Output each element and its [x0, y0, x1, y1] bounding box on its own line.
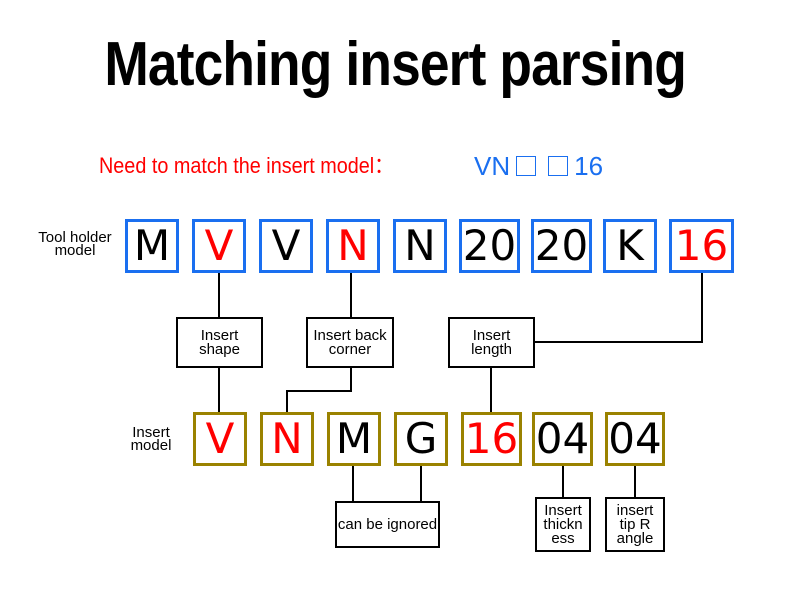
note-line: Insert	[472, 326, 511, 344]
insert-code: N	[271, 414, 303, 463]
note-line: length	[471, 340, 512, 358]
insert-code-box: 04	[532, 412, 593, 466]
insert-model-label-line1: Insert	[132, 424, 170, 441]
note-line: Insert back	[313, 326, 387, 344]
title-text: Matching insert parsing	[104, 30, 687, 99]
note-line: thickn	[543, 515, 583, 533]
holder-code-box: V	[192, 219, 246, 273]
holder-code-box: N	[393, 219, 447, 273]
model-prefix: VN	[474, 151, 511, 181]
holder-code: V	[204, 221, 234, 270]
holder-code-box: 16	[669, 219, 734, 273]
note-line: Insert	[544, 501, 582, 519]
tool-holder-label: Tool holder model	[28, 229, 122, 259]
insert-code-box: N	[260, 412, 314, 466]
note-line: tip R	[619, 515, 651, 533]
connector-line	[420, 466, 422, 501]
insert-code: 04	[608, 414, 662, 463]
insert-code: 16	[464, 414, 519, 463]
holder-code: V	[271, 221, 301, 270]
connector-line	[534, 341, 703, 343]
holder-code: K	[616, 221, 644, 270]
insert-code: G	[404, 414, 438, 463]
insert-model-label-line2: model	[130, 437, 172, 454]
holder-code: M	[133, 221, 171, 270]
insert-code: V	[205, 414, 235, 463]
holder-code: 20	[534, 221, 589, 270]
holder-code: N	[337, 221, 369, 270]
insert-code-box: 04	[605, 412, 665, 466]
holder-code-box: N	[326, 219, 380, 273]
note-line: can be ignored	[337, 515, 438, 533]
tool-holder-label-line1: Tool holder	[38, 229, 112, 246]
connector-line	[490, 368, 492, 412]
can-be-ignored-note: can be ignored	[335, 501, 440, 548]
match-requirement-label: Need to match the insert model：	[99, 152, 427, 180]
insert-code: M	[335, 414, 373, 463]
connector-line	[634, 466, 636, 497]
holder-code: 16	[674, 221, 729, 270]
model-suffix: 16	[574, 151, 604, 181]
connector-line	[701, 273, 703, 343]
insert-model-label: Insert model	[118, 424, 184, 454]
holder-code-box: 20	[459, 219, 520, 273]
holder-code-box: K	[603, 219, 657, 273]
insert-code-box: G	[394, 412, 448, 466]
connector-line	[218, 368, 220, 412]
holder-code-box: M	[125, 219, 179, 273]
insert-code-box: 16	[461, 412, 522, 466]
connector-line	[350, 368, 352, 391]
note-line: Insert	[200, 326, 239, 344]
holder-code: 20	[462, 221, 517, 270]
required-insert-model: VN 16	[474, 150, 603, 182]
note-line: ess	[551, 529, 575, 547]
connector-line	[562, 466, 564, 497]
blank-placeholder-1	[516, 156, 537, 176]
note-line: shape	[199, 340, 240, 358]
tool-holder-label-line2: model	[54, 242, 96, 259]
connector-line	[286, 390, 352, 392]
connector-line	[218, 273, 220, 317]
blank-placeholder-2	[548, 156, 569, 176]
note-line: corner	[328, 340, 372, 358]
page-title: Matching insert parsing	[0, 30, 790, 100]
insert-code-box: M	[327, 412, 381, 466]
insert-code-box: V	[193, 412, 247, 466]
holder-code-box: 20	[531, 219, 592, 273]
holder-code-box: V	[259, 219, 313, 273]
connector-line	[350, 273, 352, 317]
note-line: angle	[616, 529, 654, 547]
match-requirement-text: Need to match the insert model：	[99, 153, 394, 178]
holder-code: N	[404, 221, 436, 270]
connector-line	[352, 466, 354, 501]
note-line: insert	[616, 501, 654, 519]
connector-line	[286, 390, 288, 412]
insert-code: 04	[535, 414, 590, 463]
